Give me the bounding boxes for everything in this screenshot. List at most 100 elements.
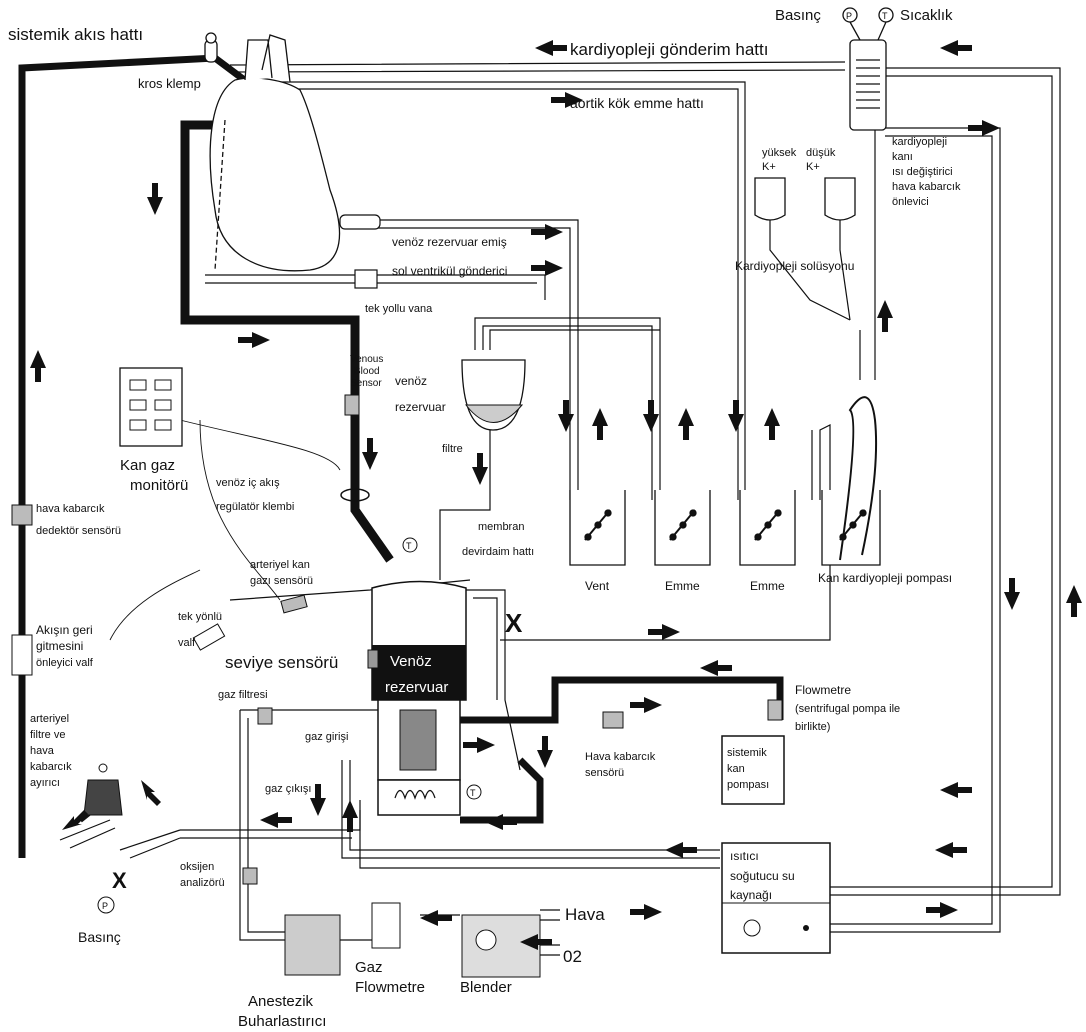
blender-device [461, 914, 541, 978]
arrow-right-suction [531, 224, 563, 240]
arrow-right-gas [463, 737, 495, 753]
arrow-left-gas [420, 910, 452, 926]
label-systemic-pump-1: sistemik [727, 747, 767, 759]
label-gas-flowmeter-1: Gaz [355, 959, 383, 976]
label-venous-sensor-1: Venous [350, 354, 383, 365]
label-gas-outlet: gaz çıkışı [265, 783, 311, 795]
gas-filter-box [257, 707, 273, 725]
arrow-left-air [520, 934, 552, 950]
label-temperature-top: Sıcaklık [900, 7, 953, 24]
t-symbol-top: T [882, 11, 888, 21]
label-art-filter-1: arteriyel [30, 713, 69, 725]
label-one-way-2-2: valf [178, 637, 196, 649]
systemic-arterial-line [18, 54, 258, 858]
arrow-right-mid [648, 624, 680, 640]
label-heater-1: ısıtıcı [730, 849, 759, 863]
sensor-cables [109, 419, 341, 641]
arrow-left-heater-mid [665, 842, 697, 858]
label-exchanger-4: hava kabarcık [892, 181, 961, 193]
label-pump-suction-2: Emme [750, 579, 785, 593]
arrow-up-emme1 [678, 408, 694, 440]
membrane-recirculation-line [465, 589, 521, 771]
p-symbol-top: P [846, 11, 852, 21]
t-symbol-oxygenator: T [470, 788, 476, 798]
label-flow-regulator-2: regülatör klembi [216, 501, 294, 513]
oxygenator-to-filter [180, 810, 361, 839]
high-k-bag [754, 177, 786, 221]
label-pump-cardioplegia: Kan kardiyopleji pompası [818, 571, 952, 585]
oxygenator-assembly [367, 537, 482, 816]
low-k-bag [824, 177, 856, 221]
bubble-detector-box [11, 504, 33, 526]
label-art-filter-4: kabarcık [30, 761, 72, 773]
label-level-sensor: seviye sensörü [225, 653, 338, 672]
arterial-y-piece [59, 819, 181, 859]
blood-gas-monitor-device [119, 367, 183, 447]
anesthetic-vaporizer [284, 914, 341, 976]
arrow-left-heater [935, 842, 967, 858]
label-exchanger-5: önlevici [892, 196, 929, 208]
arrow-down-filter [472, 453, 488, 485]
aortic-root-suction-line [262, 81, 746, 500]
vent-catheter [339, 214, 381, 230]
label-oxygen: 02 [563, 947, 582, 966]
arrow-up-left [30, 350, 46, 382]
label-bubble-sensor-2: sensörü [585, 767, 624, 779]
label-pump-suction-1: Emme [665, 579, 700, 593]
oxygen-analyzer-box [242, 867, 258, 885]
arrow-left-pumpline [700, 660, 732, 676]
arrow-left-oxy [260, 812, 292, 828]
one-way-valve-shape [354, 269, 378, 289]
label-art-filter-2: filtre ve [30, 729, 65, 741]
heart-detail [214, 119, 226, 271]
filter-to-reservoir [439, 430, 491, 580]
label-high-k: yüksek [762, 147, 797, 159]
arrow-down-pump [537, 736, 553, 768]
arrow-left-pump-return [485, 814, 517, 830]
gas-flowmeter-device [371, 902, 401, 949]
gas-filter-line [239, 709, 380, 941]
arrow-down-emme1 [643, 400, 659, 432]
backflow-valve-box [11, 634, 33, 676]
arrow-right-exchanger [968, 120, 1000, 136]
label-blood-gas-monitor-1: Kan gaz [120, 457, 175, 474]
exchanger-to-pump [859, 130, 876, 380]
roller-pumps [569, 396, 881, 566]
cross-clamp-ring [205, 32, 217, 44]
arrow-down-left-filter [62, 810, 88, 830]
label-aortic-root-suction: aortik kök emme hattı [570, 95, 704, 111]
label-gas-flowmeter-2: Flowmetre [355, 979, 425, 996]
great-vessels [244, 34, 291, 83]
p-symbol-bottom: P [102, 901, 108, 911]
label-anesthetic-1: Anestezik [248, 993, 314, 1010]
label-membrane-2: devirdaim hattı [462, 546, 534, 558]
label-venous-sensor-3: Sensor [350, 378, 382, 389]
label-exchanger-2: kanı [892, 151, 913, 163]
label-systemic-pump-2: kan [727, 763, 745, 775]
heater-cooler-device [721, 842, 831, 954]
label-flowmeter-1: Flowmetre [795, 683, 851, 697]
arrow-up-gas-out [342, 800, 358, 832]
solution-bag-lines [769, 210, 851, 321]
arrow-right-lv [531, 260, 563, 276]
arrow-right-bottom [630, 904, 662, 920]
cardioplegia-pump-line [500, 424, 831, 641]
arrow-down-right [1004, 578, 1020, 610]
venous-flow-clamp [340, 488, 370, 502]
arrow-right-venous [238, 332, 270, 348]
venous-suction-line [355, 219, 579, 500]
arrow-up-pump [877, 300, 893, 332]
label-flowmeter-3: birlikte) [795, 721, 830, 733]
systemic-pump-line [460, 676, 784, 724]
label-gas-filter: gaz filtresi [218, 689, 268, 701]
arrow-up-filter [141, 780, 161, 806]
arrow-up-emme2 [764, 408, 780, 440]
reservoir-top-line-2 [489, 329, 660, 350]
label-pressure-top: Basınç [775, 7, 821, 24]
pressure-gauge-bottom [97, 896, 115, 914]
arterial-filter-device [83, 763, 123, 816]
arrow-up-vent [592, 408, 608, 440]
arrow-down-venous [362, 438, 378, 470]
label-art-gas-sensor-1: arteriyel kan [250, 559, 310, 571]
